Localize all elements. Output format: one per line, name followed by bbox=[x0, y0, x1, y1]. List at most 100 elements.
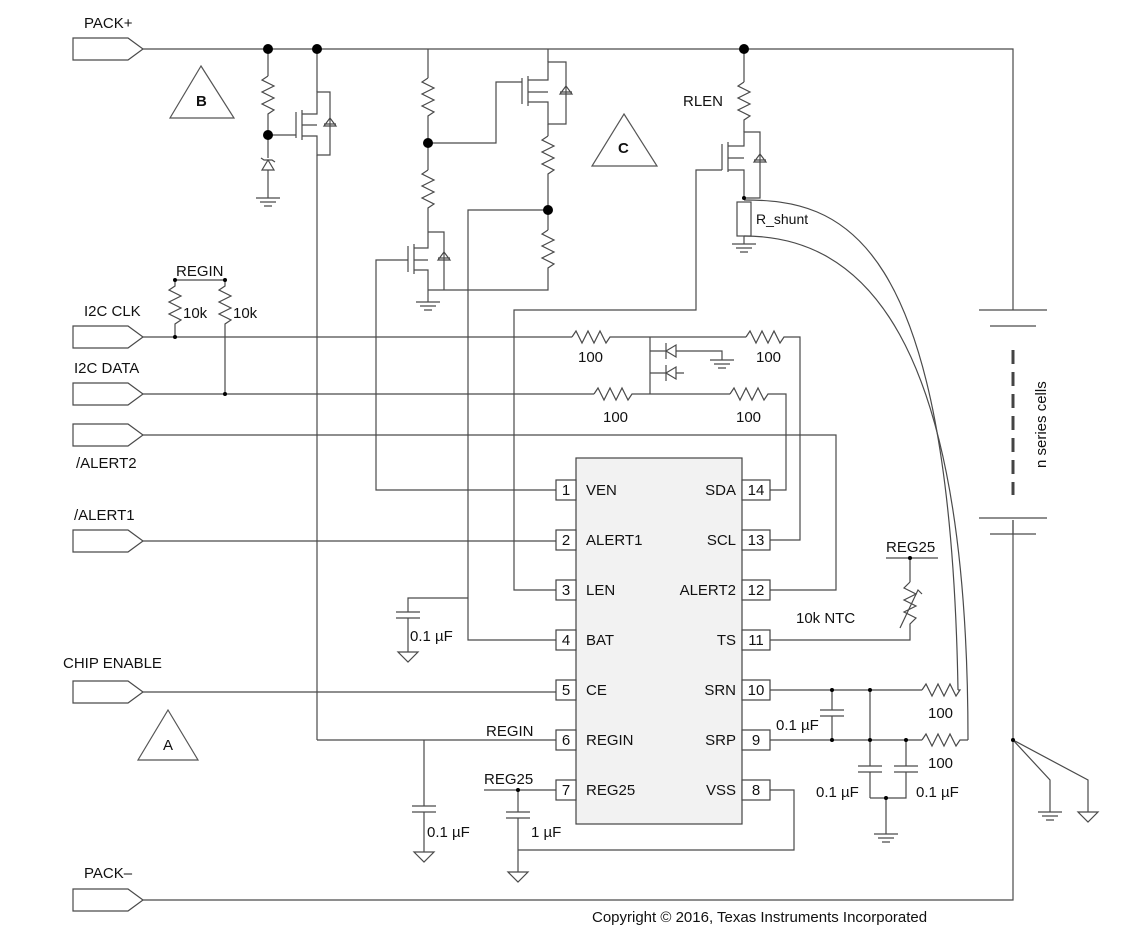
ic-pin-name: SRN bbox=[704, 682, 736, 699]
ic-pin-number: 11 bbox=[748, 632, 764, 649]
ic-pin-number: 12 bbox=[748, 582, 765, 599]
pack-plus-label: PACK+ bbox=[84, 15, 133, 32]
bat-capacitor bbox=[396, 597, 468, 663]
resistor-srn bbox=[921, 682, 962, 698]
ic-pin-name: SRP bbox=[705, 732, 736, 749]
connector-chip-enable: CHIP ENABLE bbox=[63, 655, 162, 704]
zener-b bbox=[260, 157, 276, 171]
r100-3-label: 100 bbox=[756, 349, 781, 366]
resistor-pullup-clk bbox=[167, 280, 183, 337]
ic-pin-name: CE bbox=[586, 682, 607, 699]
i2c-data-label: I2C DATA bbox=[74, 360, 139, 377]
r100-srp-label: 100 bbox=[928, 755, 953, 772]
marker-c: C bbox=[590, 112, 659, 167]
ic-pin-box-left bbox=[555, 529, 577, 551]
ic-pin-number: 13 bbox=[748, 532, 765, 549]
resistor-pullup-data bbox=[217, 280, 233, 394]
resistor-rlen bbox=[736, 81, 752, 132]
pack-minus-label: PACK– bbox=[84, 865, 133, 882]
fet-c-bottom bbox=[407, 231, 445, 290]
ic-pin-name: BAT bbox=[586, 632, 614, 649]
sense-filter bbox=[770, 682, 968, 843]
ic-pin-number: 9 bbox=[752, 732, 760, 749]
ic-pin-name: ALERT1 bbox=[586, 532, 642, 549]
ic-pin-name: SDA bbox=[705, 482, 736, 499]
r100-srn-label: 100 bbox=[928, 705, 953, 722]
alert1-label: /ALERT1 bbox=[74, 507, 135, 524]
fet-rlen bbox=[721, 131, 761, 199]
ic-pin-number: 8 bbox=[752, 782, 760, 799]
r100-4-label: 100 bbox=[736, 409, 761, 426]
resistor-100-2 bbox=[593, 386, 650, 402]
ic-pin-box-left bbox=[555, 629, 577, 651]
ic-pin-box-left bbox=[555, 679, 577, 701]
resistor-100-4 bbox=[729, 386, 787, 491]
regin-net bbox=[317, 739, 556, 863]
vss-wire bbox=[518, 789, 795, 851]
i2c-pullups bbox=[143, 279, 837, 693]
pack-plus-rail bbox=[143, 48, 1014, 310]
ic-pin-name: REG25 bbox=[586, 782, 635, 799]
chassis-grounds bbox=[1012, 739, 1100, 823]
r100-1-label: 100 bbox=[578, 349, 603, 366]
ic-pin-number: 7 bbox=[562, 782, 570, 799]
esd-diodes bbox=[649, 337, 723, 394]
ic-pin-box-left bbox=[555, 579, 577, 601]
r100-2-label: 100 bbox=[603, 409, 628, 426]
ntc-thermistor bbox=[770, 581, 923, 641]
battery-stack: n series cells bbox=[979, 309, 1050, 535]
svg-text:C: C bbox=[618, 140, 629, 157]
connector-pack-plus: PACK+ bbox=[72, 15, 145, 61]
ic-pin-number: 14 bbox=[748, 482, 765, 499]
ic-pin-number: 3 bbox=[562, 582, 570, 599]
ic-pin-box-right bbox=[741, 529, 771, 551]
r-shunt bbox=[736, 201, 752, 237]
cap-bat-label: 0.1 µF bbox=[410, 628, 453, 645]
copyright-text: Copyright © 2016, Texas Instruments Inco… bbox=[592, 909, 927, 926]
connector-alert2: /ALERT2 bbox=[72, 423, 145, 472]
sense-line-srn bbox=[743, 199, 959, 691]
resistor-c4 bbox=[428, 229, 556, 291]
resistor-c3 bbox=[540, 135, 556, 210]
ic-pin-name: TS bbox=[717, 632, 736, 649]
ic-pin-number: 2 bbox=[562, 532, 570, 549]
i2c-clk-label: I2C CLK bbox=[84, 303, 141, 320]
resistor-100-3 bbox=[745, 329, 801, 541]
svg-text:B: B bbox=[196, 93, 207, 110]
chip-enable-label: CHIP ENABLE bbox=[63, 655, 162, 672]
ic-pin-name: SCL bbox=[707, 532, 736, 549]
regin-net-label: REGIN bbox=[486, 723, 534, 740]
ic-pin-name: VSS bbox=[706, 782, 736, 799]
marker-b: B bbox=[168, 64, 236, 119]
rlen-shunt-circuit bbox=[513, 49, 969, 741]
ic-pin-name: ALERT2 bbox=[680, 582, 736, 599]
marker-a: A bbox=[136, 708, 200, 761]
resistor-100-1 bbox=[571, 329, 650, 345]
regin-top-label: REGIN bbox=[176, 263, 224, 280]
ic-pin-name: REGIN bbox=[586, 732, 634, 749]
bat-switch-circuit bbox=[375, 49, 574, 641]
resistor-b bbox=[260, 75, 276, 135]
pullup-2-label: 10k bbox=[233, 305, 258, 322]
ntc-circuit bbox=[770, 557, 938, 641]
cap-reg25-label: 1 µF bbox=[531, 824, 561, 841]
svg-text:A: A bbox=[163, 737, 173, 754]
rlen-label: RLEN bbox=[683, 93, 723, 110]
connector-i2c-clk: I2C CLK bbox=[72, 303, 145, 349]
cap-srp-label: 0.1 µF bbox=[916, 784, 959, 801]
cap-sr-label: 0.1 µF bbox=[776, 717, 819, 734]
connector-pack-minus: PACK– bbox=[72, 865, 145, 912]
ic-pin-number: 6 bbox=[562, 732, 570, 749]
ic-pin-box-right bbox=[741, 579, 771, 601]
resistor-c2 bbox=[420, 169, 436, 232]
ntc-label: 10k NTC bbox=[796, 610, 855, 627]
sense-line-srp bbox=[743, 235, 969, 741]
ic-pin-box-left bbox=[555, 479, 577, 501]
gauge-ic bbox=[575, 457, 743, 825]
ic-pin-number: 5 bbox=[562, 682, 570, 699]
alert2-label: /ALERT2 bbox=[76, 455, 137, 472]
connector-i2c-data: I2C DATA bbox=[72, 360, 145, 406]
ic-pin-number: 10 bbox=[748, 682, 765, 699]
